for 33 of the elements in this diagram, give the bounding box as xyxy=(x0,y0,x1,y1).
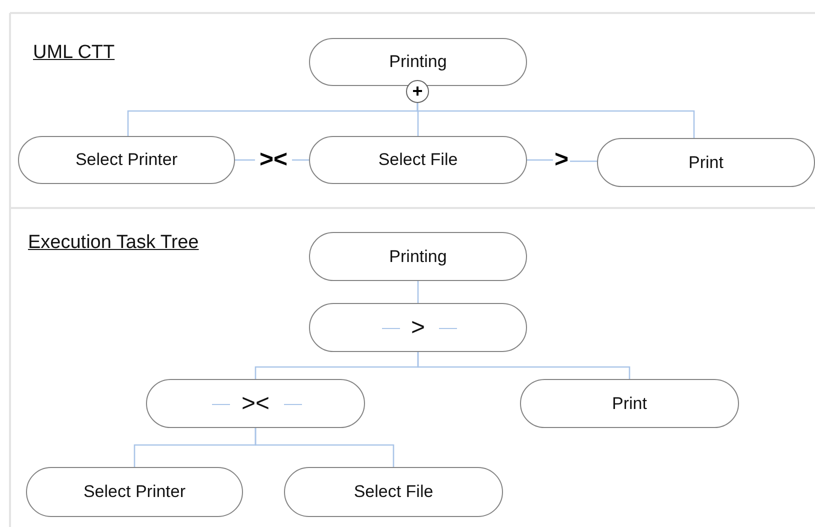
task-label: Print xyxy=(688,152,724,172)
section-heading: Execution Task Tree xyxy=(28,232,199,254)
connector-line xyxy=(235,159,255,161)
task-pill xyxy=(309,303,527,352)
operator-symbol: > xyxy=(553,147,570,173)
task-pill xyxy=(309,38,527,86)
operator-circle: + xyxy=(406,80,429,103)
task-pill xyxy=(520,379,739,428)
task-pill xyxy=(284,467,503,517)
section-heading: UML CTT xyxy=(33,42,115,64)
task-label: Select File xyxy=(354,482,434,502)
task-label: Print xyxy=(612,394,647,414)
task-pill xyxy=(146,379,365,428)
task-label: >< xyxy=(241,390,270,418)
task-pill xyxy=(597,138,815,187)
task-label: Printing xyxy=(389,52,447,72)
task-label: Select Printer xyxy=(83,482,186,502)
task-label: > xyxy=(410,314,425,342)
connector-line xyxy=(527,159,553,161)
task-label: Select File xyxy=(378,150,458,170)
connector-line xyxy=(292,159,309,161)
task-pill xyxy=(309,232,527,281)
connector-line xyxy=(254,428,394,467)
task-pill xyxy=(26,467,243,517)
connector-line xyxy=(417,281,419,303)
connector-line xyxy=(570,160,597,162)
task-pill xyxy=(18,136,235,184)
connector-line xyxy=(416,103,695,138)
task-label: Printing xyxy=(389,246,447,266)
connector-line xyxy=(417,352,630,379)
task-label: Select Printer xyxy=(75,150,178,170)
task-pill xyxy=(309,136,527,184)
operator-symbol: >< xyxy=(255,147,292,173)
